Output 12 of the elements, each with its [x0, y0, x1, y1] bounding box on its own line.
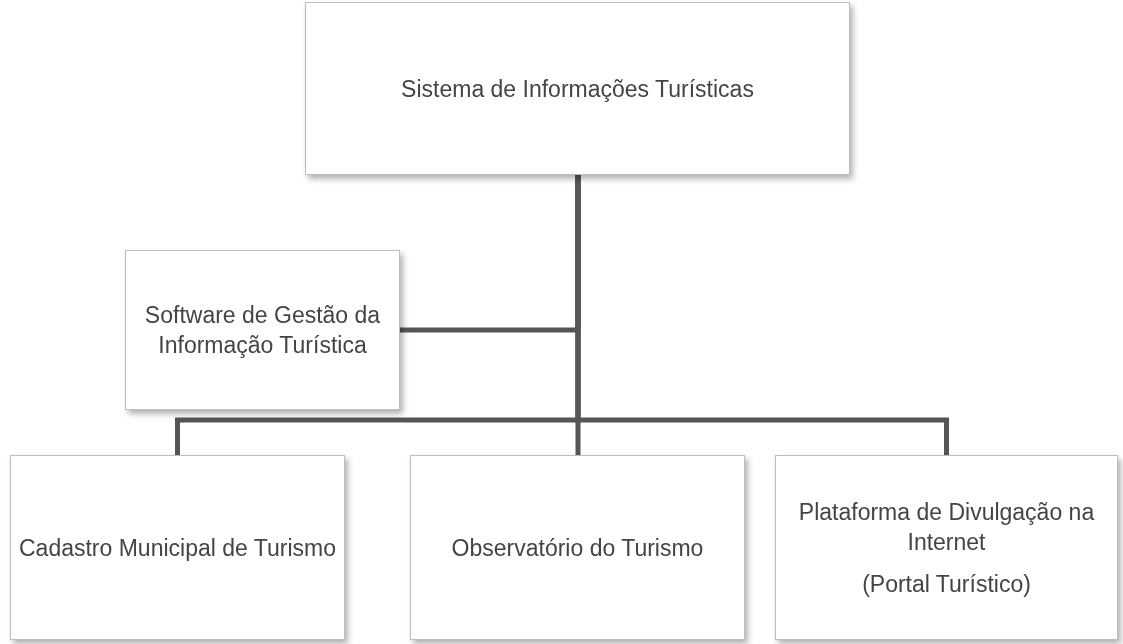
box-label: Sistema de Informações Turísticas: [401, 74, 754, 104]
text-box: [775, 455, 1118, 640]
box-label: Cadastro Municipal de Turismo: [19, 533, 336, 563]
box-label: Software de Gestão da Informação Turística: [143, 301, 382, 360]
text-box: [125, 250, 400, 410]
text-box: [410, 455, 745, 640]
text-box: [10, 455, 345, 640]
box-label: Observatório do Turismo: [451, 533, 704, 563]
text-box: [305, 2, 850, 175]
box-label: (Portal Turístico): [862, 569, 1031, 599]
connector-line: [575, 175, 949, 455]
box-label: Plataforma de Divulgação na Internet: [797, 497, 1096, 557]
